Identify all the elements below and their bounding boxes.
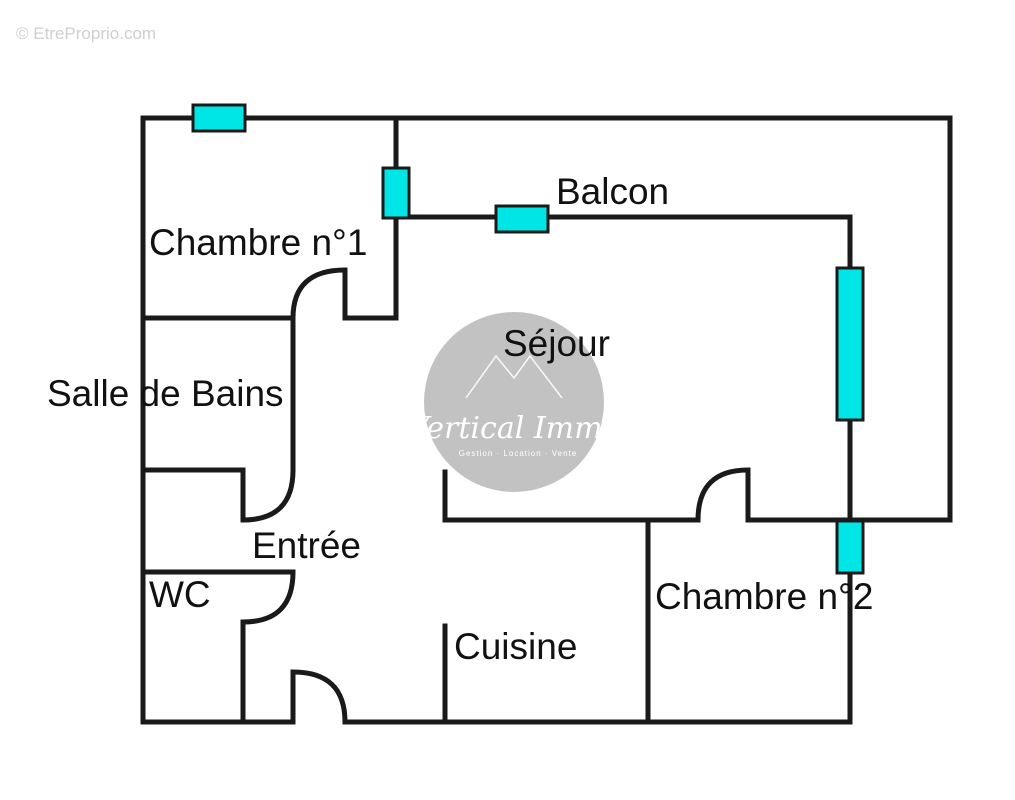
- window-chambre2: [835, 519, 865, 575]
- door-chambre1: [290, 267, 348, 319]
- door-bath: [242, 469, 296, 523]
- watermark: Vertical Immo Gestion · Location · Vente: [407, 312, 621, 492]
- window-balcony: [494, 204, 550, 234]
- copyright-text: © EtreProprio.com: [16, 24, 157, 43]
- window-sejour-right: [835, 266, 865, 422]
- windows: [191, 103, 865, 575]
- door-entrance: [290, 669, 348, 723]
- label-balcon: Balcon: [556, 171, 669, 212]
- label-sejour: Séjour: [503, 323, 610, 364]
- watermark-disc: [424, 312, 604, 492]
- label-chambre2: Chambre n°2: [655, 576, 873, 617]
- watermark-tagline: Gestion · Location · Vente: [459, 449, 578, 458]
- door-chambre2: [695, 467, 751, 521]
- room-labels: Chambre n°1 Balcon Séjour Salle de Bains…: [47, 171, 873, 667]
- wall-bath-bottom: [140, 467, 246, 523]
- label-salle-de-bains: Salle de Bains: [47, 373, 284, 414]
- label-cuisine: Cuisine: [454, 626, 577, 667]
- watermark-brand: Vertical Immo: [407, 411, 620, 446]
- mountain-icon: [465, 354, 563, 399]
- label-entree: Entrée: [252, 525, 361, 566]
- label-wc: WC: [149, 574, 211, 615]
- door-wc: [242, 569, 296, 625]
- wall-top-right: [140, 115, 953, 523]
- wall-sejour-bottom: [442, 469, 701, 523]
- window-chambre1-top: [191, 103, 247, 133]
- label-chambre1: Chambre n°1: [149, 222, 367, 263]
- window-chambre1-side: [381, 166, 411, 220]
- doors: [242, 267, 751, 723]
- walls: [140, 115, 953, 725]
